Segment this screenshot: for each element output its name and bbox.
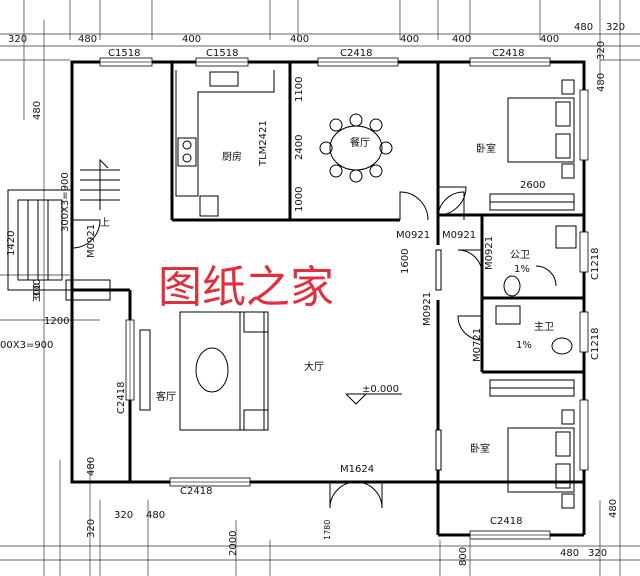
level-marker xyxy=(345,393,368,405)
dim-left-1: 1420 xyxy=(6,231,17,256)
label-stair-steps-a: 300X3=900 xyxy=(60,172,71,232)
label-c2418-bed-top: C2418 xyxy=(492,48,524,59)
dim-bath-width: 2600 xyxy=(520,180,545,191)
label-m0921-b: M0921 xyxy=(442,230,476,241)
label-c1518-a: C1518 xyxy=(108,48,140,59)
sofa-set xyxy=(139,311,269,431)
dim-bath-height: 1600 xyxy=(400,249,411,274)
dim-bottom-2: 480 xyxy=(146,510,165,521)
label-level: ±0.000 xyxy=(362,384,399,395)
label-c1218-b: C1218 xyxy=(590,328,601,360)
room-bedroom-bottom: 卧室 xyxy=(470,442,490,455)
room-hall: 大厅 xyxy=(304,360,324,373)
dim-left-3: 1200 xyxy=(44,316,69,327)
dim-bottom-5: 800 xyxy=(458,547,469,566)
dim-bottom-right: 480 xyxy=(608,499,619,518)
label-slope-bath: 1% xyxy=(514,264,530,275)
label-tlm2421: TLM2421 xyxy=(258,120,269,167)
dim-bottom-3: 2000 xyxy=(228,531,239,556)
windows xyxy=(99,57,589,540)
label-c1518-b: C1518 xyxy=(206,48,238,59)
room-public-bath: 公卫 xyxy=(510,250,530,261)
bath-fixtures xyxy=(495,225,577,355)
dim-top-4: 400 xyxy=(290,34,309,45)
dim-top-7: 400 xyxy=(540,34,559,45)
room-kitchen: 厨房 xyxy=(222,150,242,163)
dim-bottom-7: 320 xyxy=(588,548,607,559)
dim-bottom-1: 320 xyxy=(114,510,133,521)
label-c2418-top: C2418 xyxy=(340,48,372,59)
stair xyxy=(7,158,120,301)
room-living: 客厅 xyxy=(156,390,176,403)
dim-dining-3: 1000 xyxy=(294,187,305,212)
label-m0921-a: M0921 xyxy=(396,230,430,241)
label-m0921-left: M0921 xyxy=(86,224,97,258)
room-bedroom-top: 卧室 xyxy=(476,142,496,155)
dim-left-4: 480 xyxy=(86,457,97,476)
opening-labels: C1518 C1518 C2418 C2418 C2418 C2418 C241… xyxy=(0,48,601,527)
doors xyxy=(71,186,483,509)
room-master-bath: 主卫 xyxy=(534,321,554,333)
wardrobes xyxy=(489,193,575,397)
dim-left-2: 300 xyxy=(32,279,43,298)
dim-left-top: 480 xyxy=(32,101,43,120)
label-c1218-a: C1218 xyxy=(590,248,601,280)
room-dining: 餐厅 xyxy=(350,136,370,149)
label-m0921-c: M0921 xyxy=(484,236,495,270)
label-slope-master: 1% xyxy=(516,340,532,351)
dim-top-2: 480 xyxy=(78,34,97,45)
dim-top-6: 400 xyxy=(452,34,471,45)
dim-left-stair: 300 xyxy=(32,283,43,302)
beds xyxy=(507,79,575,509)
dim-top-8: 480 xyxy=(574,22,593,33)
dim-top-1: 320 xyxy=(8,34,27,45)
label-c2418-left: C2418 xyxy=(116,382,127,414)
dim-right-2: 320 xyxy=(596,41,607,60)
dim-bottom-4: 1780 xyxy=(323,520,332,540)
dim-top-5: 400 xyxy=(400,34,419,45)
dimension-labels: 320 480 400 400 400 400 400 480 320 1100… xyxy=(6,22,625,566)
label-m0921-d: M0921 xyxy=(422,292,433,326)
label-m0721: M0721 xyxy=(472,328,483,362)
watermark-text: 图纸之家 xyxy=(158,262,334,313)
kitchen-fixtures xyxy=(175,70,275,217)
dim-dining-1: 1100 xyxy=(294,77,305,102)
dim-left-5: 320 xyxy=(86,519,97,538)
dim-top-3: 400 xyxy=(182,34,201,45)
dim-dining-2: 2400 xyxy=(294,135,305,160)
label-c2418-bottom: C2418 xyxy=(180,486,212,497)
dim-bottom-6: 480 xyxy=(560,548,579,559)
label-m1624: M1624 xyxy=(340,464,374,475)
dining-table xyxy=(319,113,393,183)
room-labels: 厨房 餐厅 卧室 公卫 主卫 客厅 大厅 卧室 xyxy=(156,136,554,455)
label-stair-steps-b: 00X3=900 xyxy=(0,340,53,351)
dim-top-9: 320 xyxy=(606,22,625,33)
label-stair-up: 上 xyxy=(100,217,110,229)
dim-right-1: 480 xyxy=(596,73,607,92)
label-c2418-bed-bottom: C2418 xyxy=(490,516,522,527)
